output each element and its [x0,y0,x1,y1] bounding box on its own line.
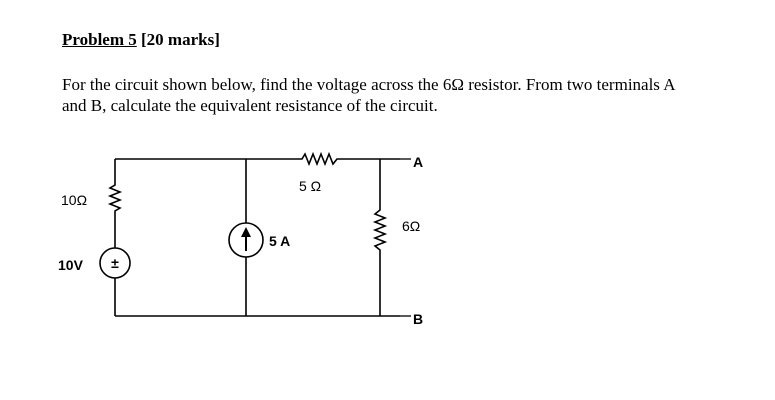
voltage-source-label: 10V [58,257,84,273]
terminal-a-label: A [413,154,423,170]
voltage-polarity-sign: ± [111,255,119,271]
terminal-b-label: B [413,311,423,327]
resistor-6-ohm-label: 6Ω [402,218,420,234]
statement-line-1: For the circuit shown below, find the vo… [62,75,676,94]
statement-line-2: and B, calculate the equivalent resistan… [62,96,438,115]
current-source-symbol [228,222,264,258]
resistor-10-ohm-symbol [107,181,123,216]
problem-marks: [20 marks] [136,30,220,49]
resistor-5-ohm-label: 5 Ω [299,178,321,194]
current-arrow-head [241,227,251,237]
voltage-source-symbol [99,247,131,279]
resistor-5-ohm-symbol [298,151,342,167]
problem-heading: Problem 5 [20 marks] [62,30,220,50]
resistor-10-ohm-label: 10Ω [61,192,87,208]
current-source-label: 5 A [269,233,290,249]
problem-statement: For the circuit shown below, find the vo… [62,74,752,116]
problem-title: Problem 5 [62,30,137,49]
resistor-6-ohm-symbol [372,206,388,256]
